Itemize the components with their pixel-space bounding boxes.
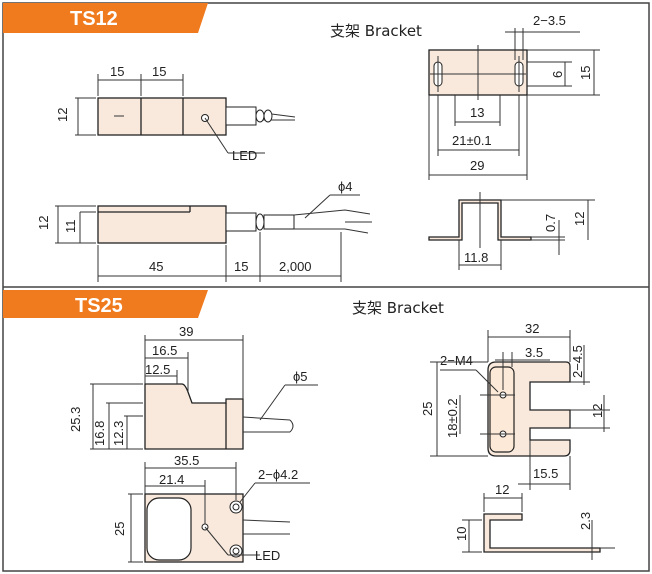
ts12-bracket-side: 0.7 12 11.8 (428, 192, 595, 270)
ts12-dim-2000: 2,000 (279, 259, 312, 274)
ts12-dim-21: 21±0.1 (452, 133, 492, 148)
ts12-header-bar (3, 3, 208, 33)
ts25-dim-2-m4: 2−M4 (440, 353, 473, 368)
ts12-dim-11-8: 11.8 (464, 250, 488, 265)
ts12-dim-15a: 15 (110, 64, 124, 79)
ts25-dim-25-3: 25.3 (68, 407, 83, 432)
ts12-led-label: LED (232, 148, 257, 163)
ts12-dim-2-3-5: 2−3.5 (533, 13, 566, 28)
ts12-dim-13: 13 (470, 105, 484, 120)
ts12-dim-15b: 15 (152, 64, 166, 79)
ts25-dim-12-right: 12 (590, 404, 605, 418)
ts25-dim-32: 32 (525, 321, 539, 336)
ts25-dim-25-front: 25 (112, 522, 127, 536)
ts25-dim-35-5: 35.5 (174, 453, 199, 468)
ts12-bracket-title: 支架 Bracket (330, 22, 422, 40)
ts25-dim-16-8: 16.8 (92, 421, 107, 446)
ts12-dim-12-top: 12 (55, 108, 70, 122)
ts12-header-title: TS12 (70, 8, 118, 30)
ts12-dim-45: 45 (149, 259, 163, 274)
ts25-dim-12-5: 12.5 (145, 362, 170, 377)
ts12-dim-12-bracket: 12 (572, 212, 587, 226)
ts25-section: TS25 支架 Bracket ϕ5 39 16.5 12.5 25.3 (3, 290, 615, 563)
ts12-section: TS12 支架 Bracket 15 15 12 LED (3, 3, 600, 282)
ts12-bracket-top: 2−3.5 6 15 13 21±0.1 29 (428, 13, 600, 180)
ts12-dim-11-side: 11 (63, 220, 78, 234)
ts25-dim-15-5: 15.5 (533, 466, 558, 481)
ts12-dim-15-bracket: 15 (578, 66, 593, 80)
ts25-dim-25-bracket: 25 (420, 402, 435, 416)
ts25-dim-phi5: ϕ5 (293, 369, 308, 384)
ts25-side-body (144, 383, 244, 450)
ts25-header-title: TS25 (75, 295, 123, 317)
ts25-dim-12-3: 12.3 (111, 421, 126, 446)
ts25-dim-16-5: 16.5 (152, 343, 177, 358)
ts25-bracket-title: 支架 Bracket (352, 299, 444, 317)
ts25-dim-12-side: 12 (495, 482, 509, 497)
ts25-bracket-front: 32 2−M4 3.5 2−4.5 25 18±0.2 12 (420, 321, 610, 490)
ts25-dim-2-phi4-2: 2−ϕ4.2 (258, 467, 298, 482)
ts12-dim-12-side: 12 (36, 216, 51, 230)
ts25-front-view: 35.5 21.4 2−ϕ4.2 25 LED (112, 453, 310, 563)
ts12-dim-6: 6 (550, 71, 565, 78)
ts25-bracket-profile (483, 513, 601, 553)
ts25-dim-10: 10 (454, 527, 469, 541)
ts25-dim-2-4-5: 2−4.5 (570, 345, 585, 378)
ts25-dim-21-4: 21.4 (159, 472, 184, 487)
ts12-top-view: 15 15 12 LED (55, 64, 296, 163)
ts25-bracket-side: 12 10 2.3 (454, 482, 615, 560)
ts25-dim-3-5: 3.5 (525, 345, 543, 360)
ts25-header-bar (3, 290, 208, 318)
ts25-side-view: ϕ5 39 16.5 12.5 25.3 16.8 12.3 (68, 324, 318, 450)
ts25-dim-18: 18±0.2 (445, 398, 460, 438)
ts25-led-label: LED (255, 548, 280, 563)
ts25-dim-2-3: 2.3 (578, 512, 593, 530)
ts12-dim-0-7: 0.7 (543, 214, 558, 232)
ts12-dim-phi4: ϕ4 (338, 179, 353, 194)
ts12-dim-15-side: 15 (234, 259, 248, 274)
ts25-dim-39: 39 (179, 324, 193, 339)
ts12-dim-29: 29 (470, 158, 484, 173)
ts12-side-view: ϕ4 12 11 45 15 2,000 (36, 179, 372, 282)
